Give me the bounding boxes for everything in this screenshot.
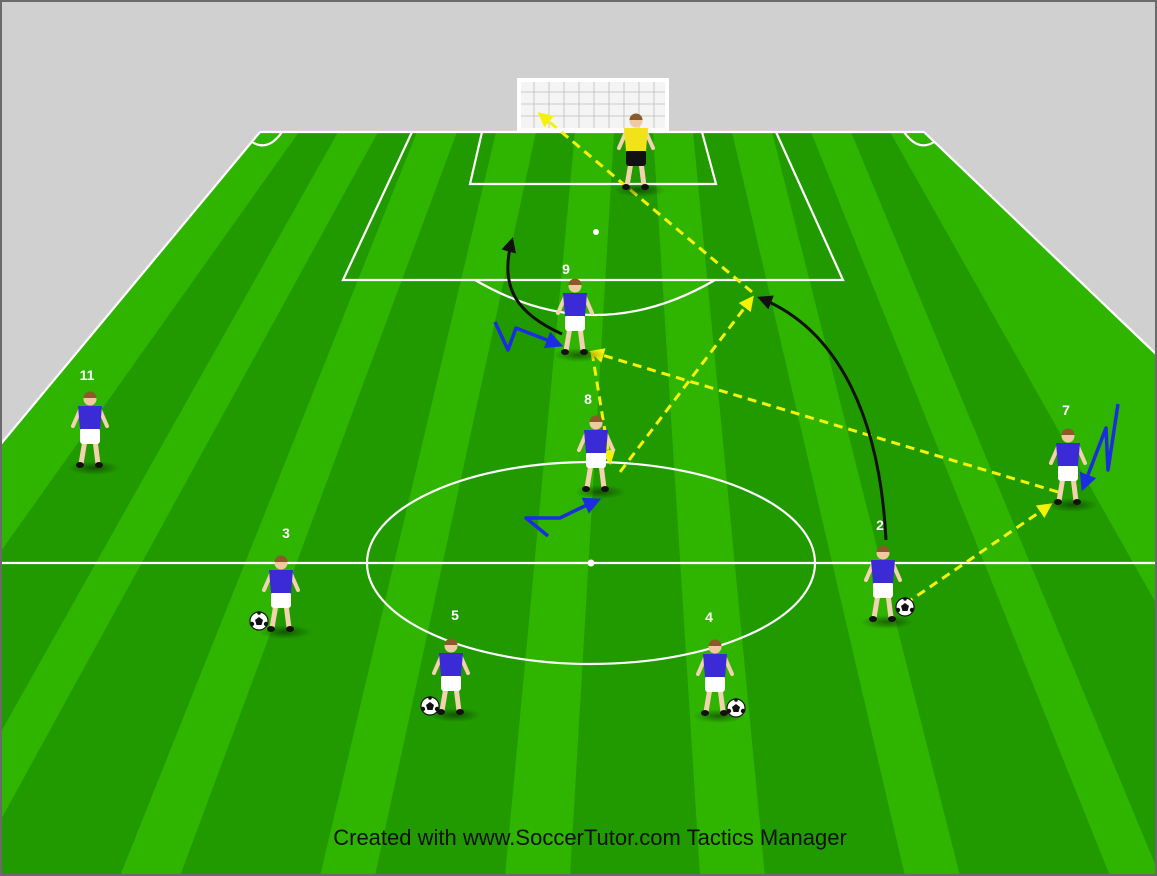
player-number-label: 7	[1062, 402, 1070, 418]
penalty-spot	[593, 229, 599, 235]
player-2: 2	[861, 517, 913, 629]
player-shadow	[1046, 498, 1098, 512]
player-number-label: 11	[80, 367, 95, 383]
move-arrow	[524, 497, 602, 538]
run-arrows	[501, 237, 888, 541]
player-shorts	[271, 592, 291, 608]
player-shadow	[553, 348, 605, 362]
pass-arrows	[537, 112, 1059, 606]
player-11: 11	[68, 367, 120, 475]
player-number-label: 8	[584, 391, 592, 407]
player-shirt	[78, 406, 102, 429]
player-shorts	[705, 676, 725, 692]
player-shirt	[584, 430, 608, 453]
players-layer: 9 8 11 7 3 5 4 2	[68, 113, 1098, 723]
player-number-label: 3	[282, 525, 290, 541]
player-shorts	[80, 428, 100, 444]
ball-icon	[420, 696, 440, 716]
player-shorts	[441, 675, 461, 691]
run-arrow	[501, 237, 563, 336]
player-shirt	[439, 653, 463, 676]
player-shadow	[68, 461, 120, 475]
penalty-arc	[474, 279, 716, 316]
pass-arrow	[590, 351, 616, 465]
ball-icon	[249, 611, 269, 631]
goalkeeper	[614, 113, 666, 197]
corner-arc-left	[251, 131, 283, 147]
player-shirt	[563, 293, 587, 316]
player-number-label: 5	[451, 607, 459, 623]
player-shirt	[703, 654, 727, 677]
right-touchline	[923, 131, 1157, 356]
goal-area	[468, 131, 718, 186]
ball-icon	[895, 597, 915, 617]
player-9: 9	[553, 261, 605, 362]
goal	[517, 78, 669, 132]
ball-icon	[726, 698, 746, 718]
corner-arc-right	[903, 131, 935, 147]
centre-spot	[587, 559, 595, 567]
player-shorts	[626, 150, 646, 166]
player-8: 8	[574, 391, 626, 499]
player-3: 3	[259, 525, 311, 639]
player-shadow	[574, 485, 626, 499]
player-number-label: 2	[876, 517, 884, 533]
left-touchline	[0, 131, 261, 446]
player-shadow	[614, 183, 666, 197]
player-shadow	[259, 625, 311, 639]
player-shorts	[1058, 465, 1078, 481]
player-shirt	[624, 128, 648, 151]
player-5: 5	[429, 607, 481, 722]
move-arrow	[1079, 403, 1120, 492]
player-shorts	[565, 315, 585, 331]
pass-arrow	[537, 112, 753, 294]
credit-text: Created with www.SoccerTutor.com Tactics…	[333, 825, 847, 850]
player-shorts	[586, 452, 606, 468]
player-number-label: 4	[705, 609, 713, 625]
player-shirt	[269, 570, 293, 593]
player-shadow	[861, 615, 913, 629]
move-arrow	[493, 321, 564, 352]
pass-arrow	[618, 295, 754, 473]
movement-arrows	[493, 321, 1120, 538]
penalty-area	[341, 131, 845, 282]
pass-arrow	[589, 348, 1059, 494]
player-shirt	[871, 560, 895, 583]
player-shorts	[873, 582, 893, 598]
player-number-label: 9	[562, 261, 570, 277]
player-7: 7	[1046, 402, 1098, 512]
run-arrow	[757, 295, 888, 541]
player-shirt	[1056, 443, 1080, 466]
